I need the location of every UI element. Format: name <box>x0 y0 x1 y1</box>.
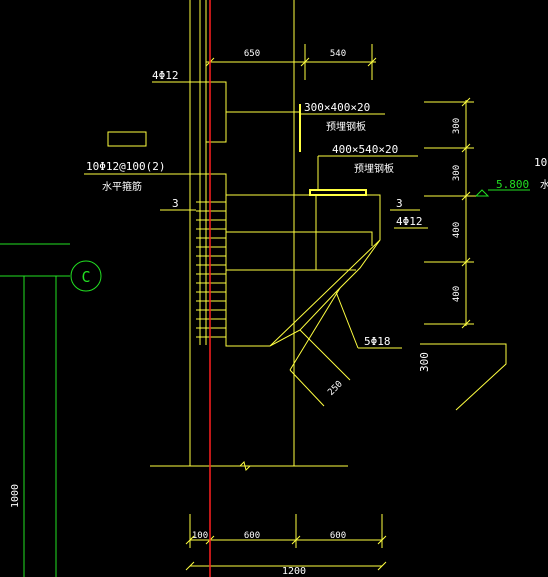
label-plate1-name: 预埋钢板 <box>326 120 366 133</box>
dim-right-2: 300 <box>452 165 462 181</box>
label-bars-top: 4Φ12 <box>152 69 179 82</box>
label-plate2: 400×540×20 <box>332 143 398 156</box>
label-level: 5.800 <box>496 178 529 191</box>
grid-lines <box>0 189 530 577</box>
diag-dim-ext <box>299 329 351 381</box>
legend-box <box>107 131 147 147</box>
linework <box>84 0 507 571</box>
label-horiz-bars: 10Φ12@100(2) <box>86 160 165 173</box>
label-horiz-bars-name: 水平箍筋 <box>102 180 142 193</box>
label-right-edge2: 水 <box>540 179 548 191</box>
dim-right-4: 400 <box>452 286 462 302</box>
upper-stirrup <box>206 81 227 143</box>
bracket-outline <box>210 173 381 347</box>
dim-bottom-total: 1200 <box>282 566 306 577</box>
label-section-left: 3 <box>172 197 179 210</box>
stirrups <box>196 201 226 338</box>
label-right-edge: 10 <box>534 156 547 169</box>
dim-diag: 250 <box>326 379 345 398</box>
dim-bottom-1: 100 <box>192 531 208 541</box>
embed-plate-2 <box>309 189 367 196</box>
grid-bubble-label: C <box>81 268 90 286</box>
label-plate2-name: 预埋钢板 <box>354 162 394 175</box>
break-mark <box>239 461 251 471</box>
dim-bottom-3: 600 <box>330 531 346 541</box>
dim-left-vertical: 1000 <box>10 484 21 508</box>
diag-bar-dim <box>289 287 341 371</box>
dim-top-1: 650 <box>244 49 260 59</box>
leader-diag <box>335 291 359 349</box>
bracket-bar-h <box>226 231 373 246</box>
right-bracket <box>420 343 507 411</box>
grid-bubble <box>70 260 102 292</box>
dim-right-3: 400 <box>452 222 462 238</box>
label-diag-bars: 5Φ18 <box>364 335 391 348</box>
dim-top-2: 540 <box>330 49 346 59</box>
diag-bar-outer <box>269 239 381 347</box>
dim-side-300: 300 <box>418 352 431 372</box>
label-plate1: 300×400×20 <box>304 101 370 114</box>
dim-bottom-2: 600 <box>244 531 260 541</box>
label-section-right: 3 <box>396 197 403 210</box>
diag-dim-ext2 <box>289 369 325 407</box>
level-marker <box>475 189 490 197</box>
label-bars-right: 4Φ12 <box>396 215 423 228</box>
dim-right-1: 300 <box>452 118 462 134</box>
